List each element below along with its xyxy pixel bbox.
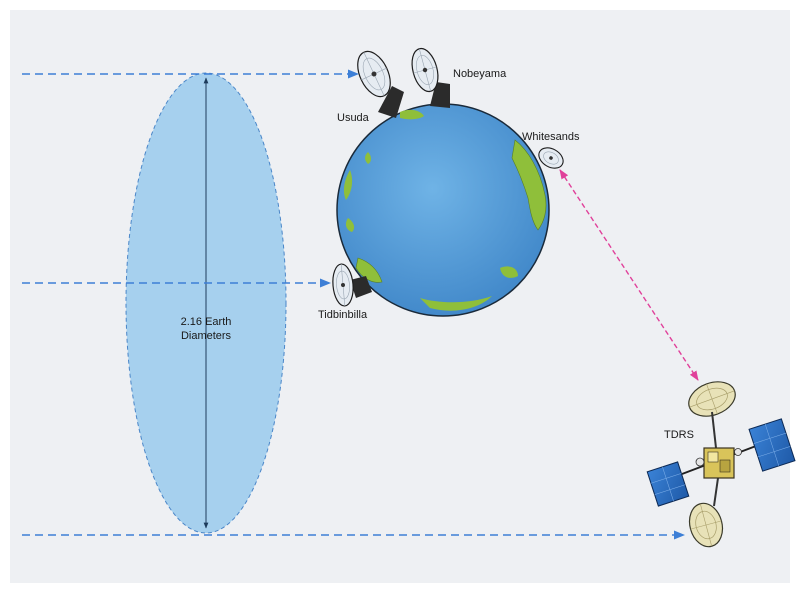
whitesands-label: Whitesands (522, 131, 580, 143)
tdrs-satellite (646, 381, 796, 548)
usuda-label: Usuda (337, 112, 370, 124)
diameter-label-line1: 2.16 Earth (181, 316, 232, 328)
nobeyama-station (411, 47, 450, 108)
satellite-icon (688, 381, 736, 417)
tdrs-downlink (559, 169, 699, 381)
tidbinbilla-station (332, 263, 372, 307)
tdrs-label: TDRS (664, 429, 694, 441)
whitesands-station (538, 147, 564, 169)
diameter-label-line2: Diameters (181, 330, 232, 342)
nobeyama-label: Nobeyama (453, 68, 507, 80)
tidbinbilla-label: Tidbinbilla (318, 309, 368, 321)
usuda-station (357, 50, 404, 118)
